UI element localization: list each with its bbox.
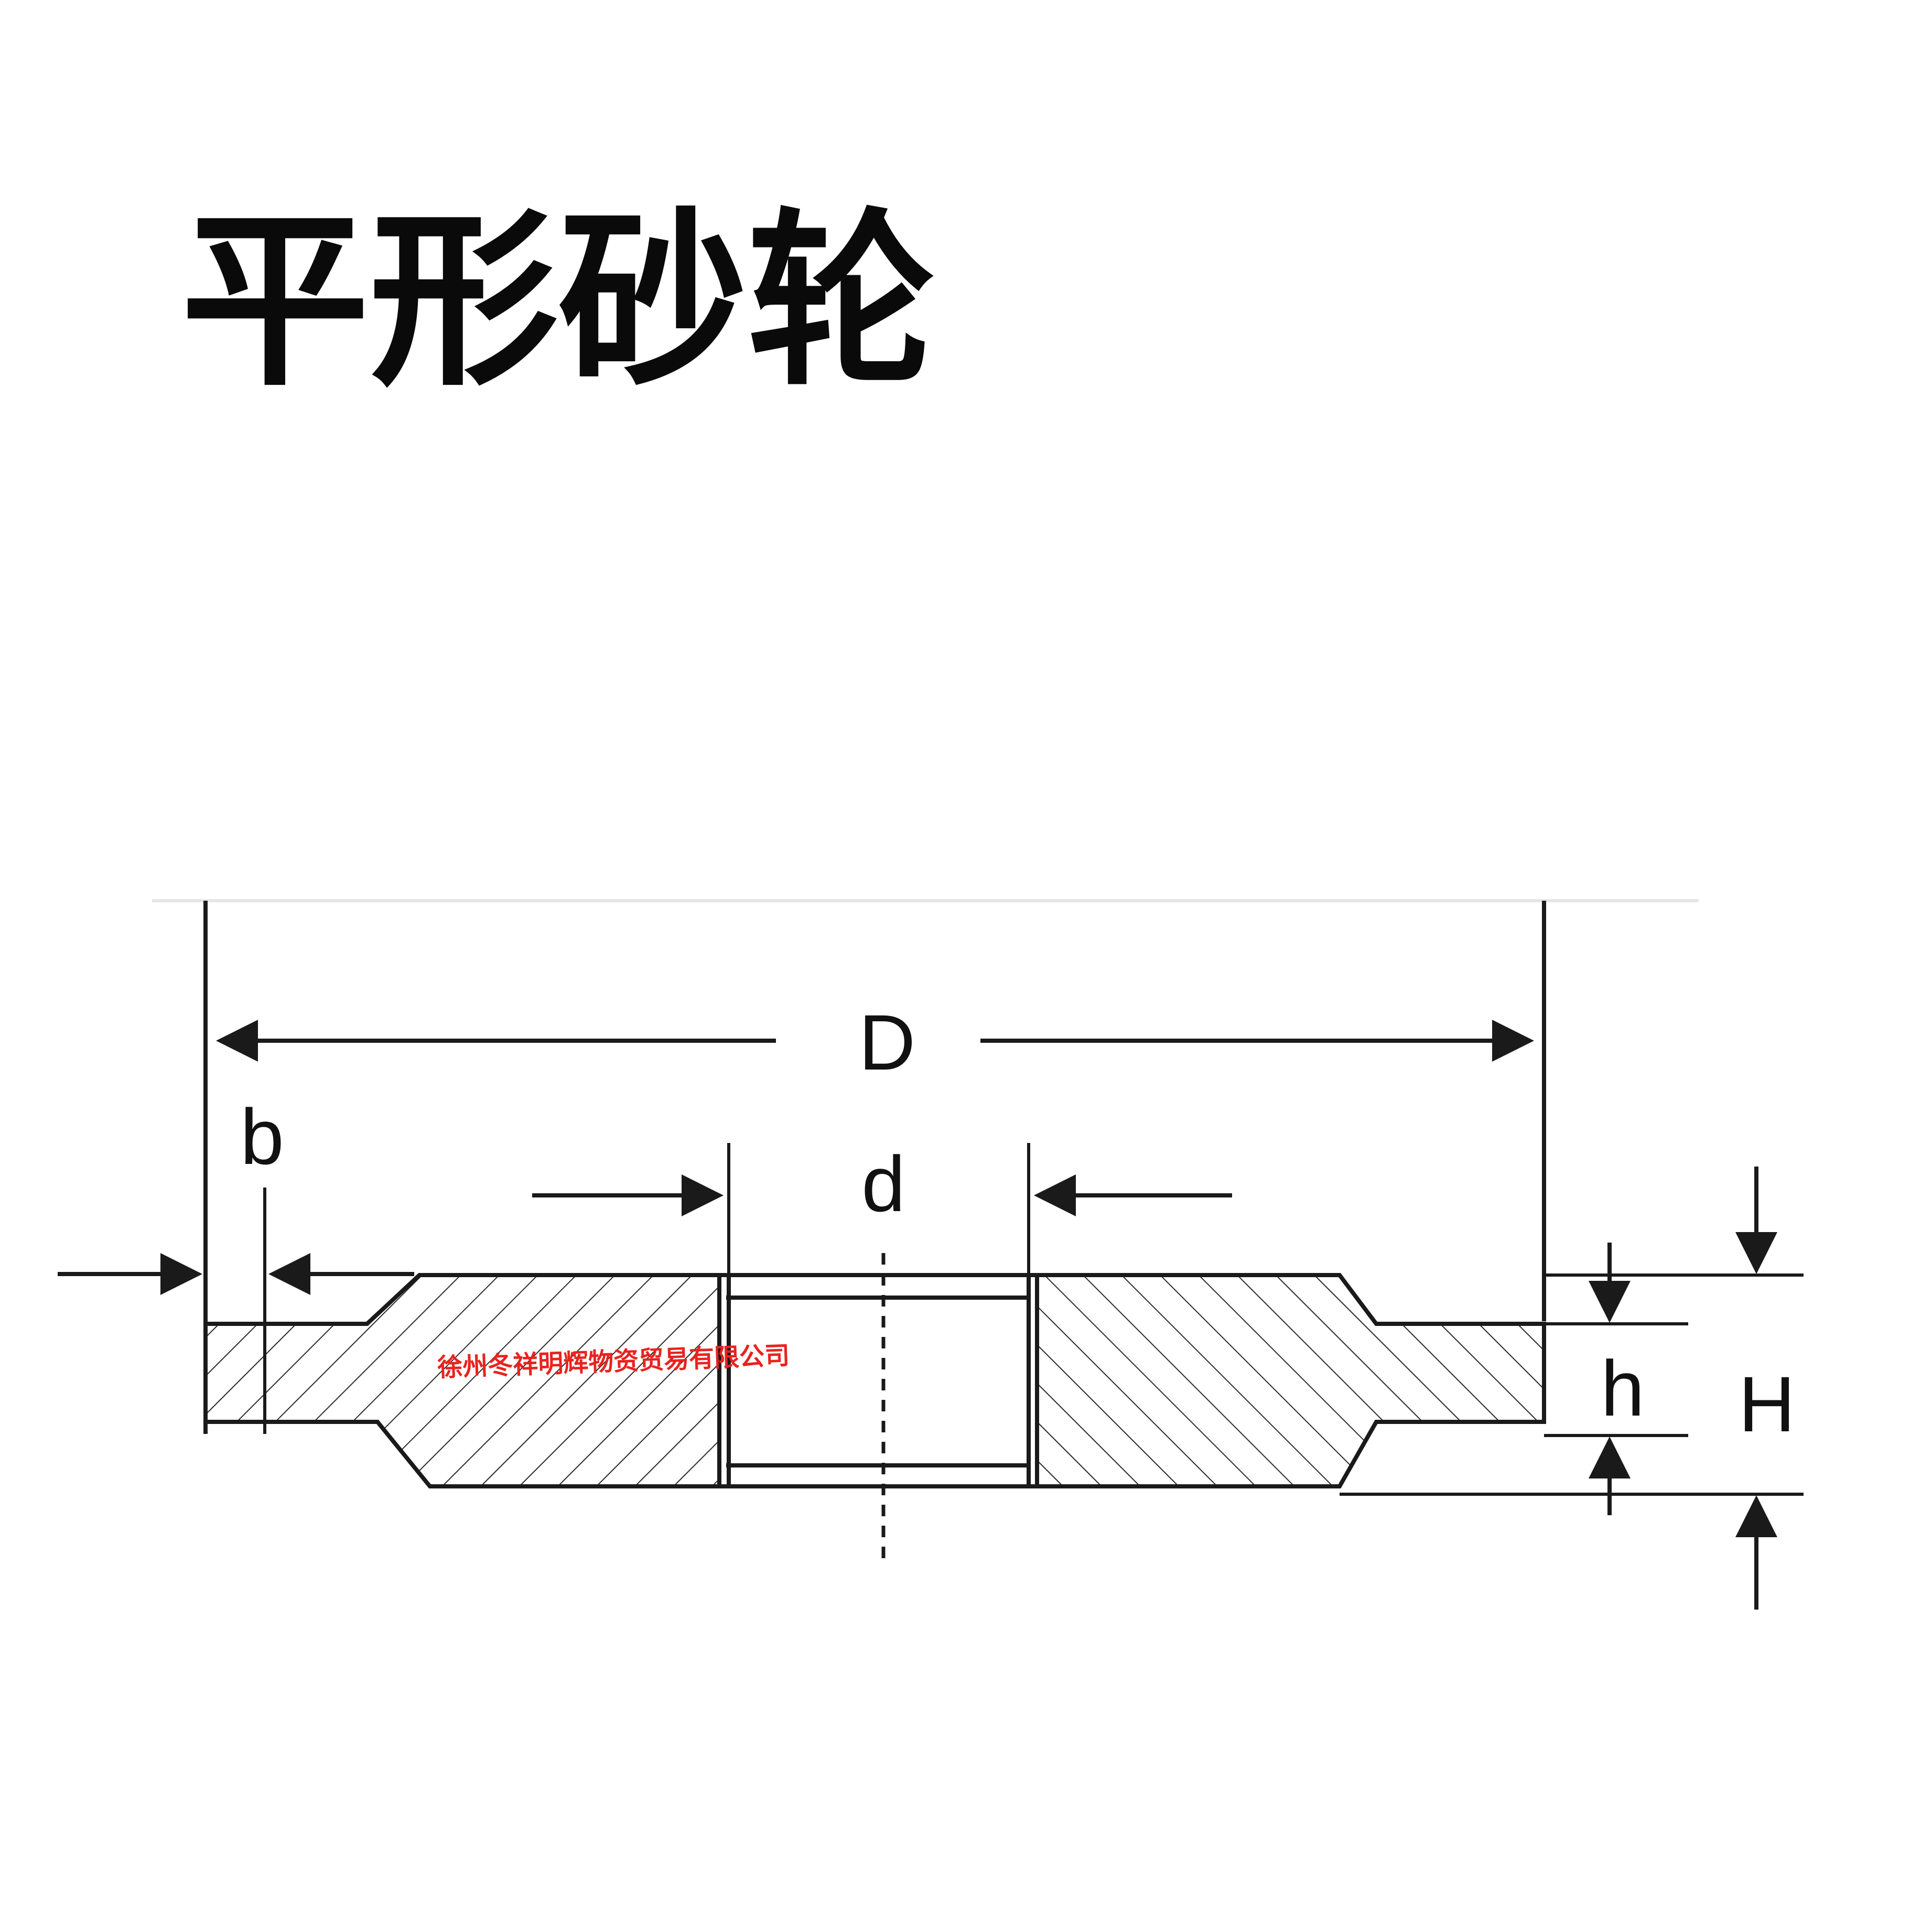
wheel-section-right (1035, 1273, 1546, 1488)
label-h: h (1601, 1344, 1644, 1432)
label-d: d (861, 1140, 905, 1228)
label-H: H (1739, 1360, 1795, 1448)
label-b: b (240, 1093, 284, 1181)
label-D: D (859, 998, 915, 1086)
page-title: 平形砂轮 (181, 192, 936, 412)
